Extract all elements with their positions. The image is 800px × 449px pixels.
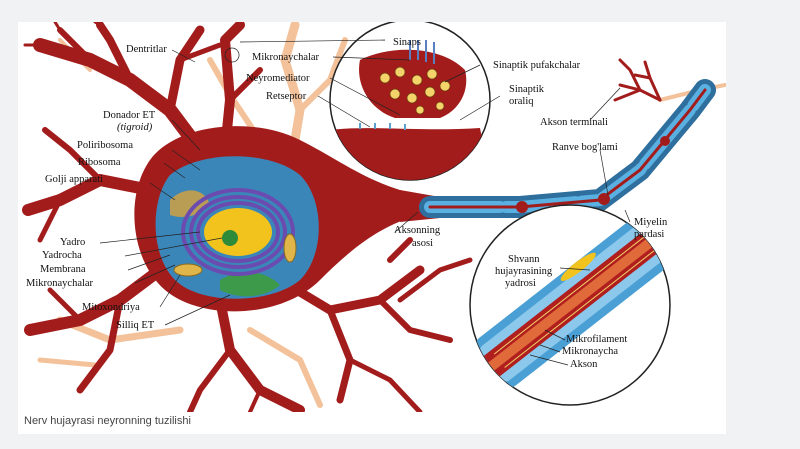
mitochondrion (283, 233, 297, 263)
label-sinaptik-pufakchalar: Sinaptik pufakchalar (493, 60, 581, 71)
label-dentritlar: Dentritlar (126, 44, 167, 55)
leader-lines (99, 39, 631, 366)
label-shvann-2: hujayrasining (495, 266, 553, 277)
label-mikronaychalar-2: Mikronaychalar (26, 278, 94, 289)
label-donador-1: Donador ET (103, 110, 156, 121)
mitochondrion (173, 263, 203, 277)
synaptic-vesicles (379, 66, 451, 115)
label-sinaptik-oraliq-2: oraliq (509, 96, 534, 107)
label-akson: Akson (570, 359, 598, 370)
label-sinaptik-oraliq-1: Sinaptik (509, 84, 545, 95)
schwann-nucleus (560, 252, 596, 281)
figure-caption: Nerv hujayrasi neyronning tuzilishi (24, 415, 191, 427)
label-akson-terminali: Akson terminali (540, 117, 608, 128)
label-mitoxondriya: Mitoxondriya (82, 302, 140, 313)
axon-terminal (613, 58, 662, 102)
label-sinaps: Sinaps (393, 37, 421, 48)
postsynaptic-membrane (330, 128, 490, 180)
label-ranve: Ranve bog'lami (552, 142, 618, 153)
label-golji: Golji apparati (45, 174, 103, 185)
label-miyelin-2: pardasi (634, 229, 664, 240)
receptors (359, 123, 406, 130)
label-miyelin-1: Miyelin (634, 217, 668, 228)
label-akso-1: Aksonning (394, 225, 441, 236)
dendrites (22, 22, 473, 412)
label-mikrofilament: Mikrofilament (566, 334, 627, 345)
microtubules (409, 40, 435, 64)
label-donador-2: (tigroid) (117, 122, 153, 133)
label-silliq: Silliq ET (116, 320, 155, 331)
smooth-er (220, 272, 280, 297)
label-mikronaycha: Mikronaycha (562, 346, 618, 357)
label-shvann-3: yadrosi (505, 278, 536, 289)
nucleus (204, 208, 272, 256)
label-neyromediator: Neyromediator (246, 73, 310, 84)
ranvier-nodes (516, 136, 670, 213)
presynaptic-terminal (359, 49, 467, 118)
label-ribosoma: Ribosoma (78, 157, 121, 168)
label-akso-2: asosi (412, 238, 433, 249)
label-mikronaychalar: Mikronaychalar (252, 52, 320, 63)
nucleolus (222, 230, 238, 246)
label-yadro: Yadro (60, 237, 85, 248)
labels: Dentritlar Sinaps Mikronaychalar Sinapti… (26, 37, 668, 370)
label-yadrocha: Yadrocha (42, 250, 82, 261)
label-retseptor: Retseptor (266, 91, 307, 102)
label-poliribosoma: Poliribosoma (77, 140, 133, 151)
label-shvann-1: Shvann (508, 254, 540, 265)
label-membrana: Membrana (40, 264, 86, 275)
